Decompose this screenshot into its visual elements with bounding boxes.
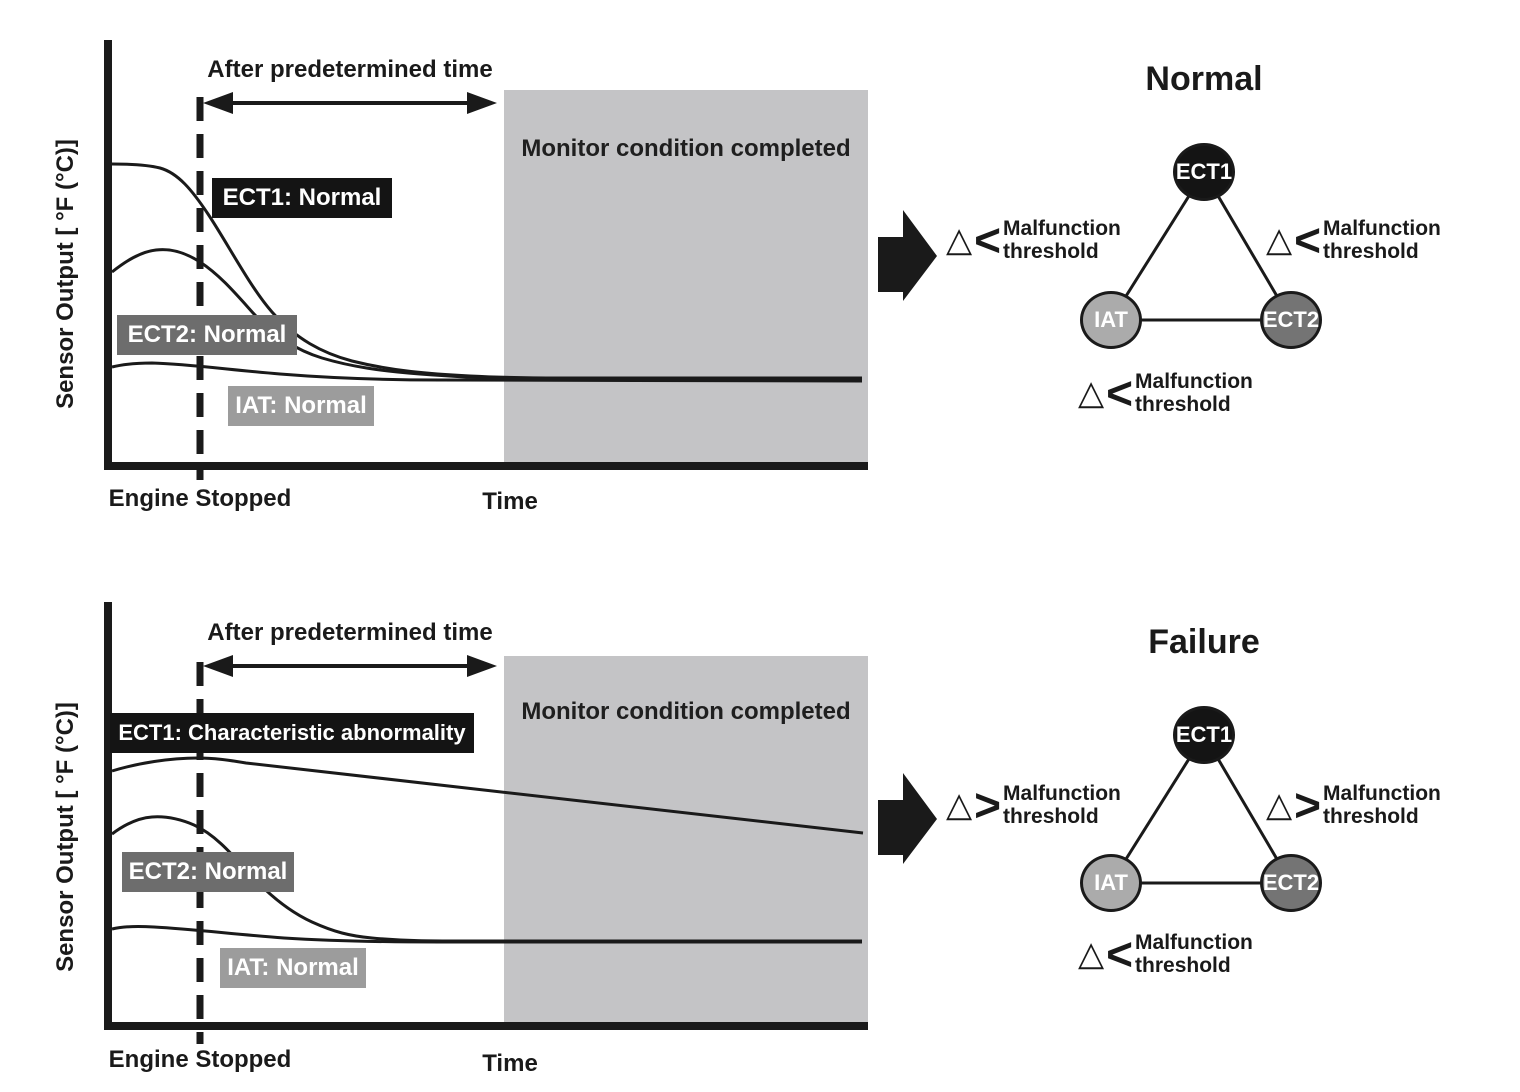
flow-arrow-icon [878, 773, 937, 864]
monitor-condition-label: Monitor condition completed [521, 698, 851, 725]
y-axis [104, 602, 112, 1030]
time-axis-label: Time [482, 488, 538, 515]
comparator-icon: > [974, 779, 1002, 831]
flow-arrow-icon [878, 210, 937, 301]
delta-triangle-icon: △ [1266, 221, 1293, 259]
y-axis-label: Sensor Output [ °F (°C)] [52, 702, 79, 972]
comparator-icon: < [1106, 367, 1134, 419]
engine-stopped-label: Engine Stopped [108, 1046, 292, 1073]
comparator-icon: < [974, 214, 1002, 266]
ect2-tag: ECT2: Normal [122, 852, 294, 892]
monitor-region [504, 90, 868, 462]
after-predetermined-time-label: After predetermined time [207, 619, 493, 646]
after-predetermined-time-label: After predetermined time [207, 56, 493, 83]
y-axis [104, 40, 112, 470]
threshold-text: Malfunction threshold [1323, 217, 1441, 263]
threshold-text: Malfunction threshold [1323, 782, 1441, 828]
time-axis-label: Time [482, 1050, 538, 1077]
engine-stopped-label: Engine Stopped [108, 485, 292, 512]
node-ect1: ECT1 [1173, 706, 1235, 764]
arrowhead-right-icon [467, 655, 497, 677]
monitor-condition-label: Monitor condition completed [521, 135, 851, 162]
threshold-text: Malfunction threshold [1135, 931, 1253, 977]
threshold-text: Malfunction threshold [1003, 782, 1121, 828]
delta-triangle-icon: △ [1078, 374, 1105, 412]
threshold-right: △ > Malfunction threshold [1266, 781, 1441, 829]
comparator-icon: > [1294, 779, 1322, 831]
delta-triangle-icon: △ [946, 786, 973, 824]
ect1-tag: ECT1: Characteristic abnormality [110, 713, 474, 753]
arrowhead-right-icon [467, 92, 497, 114]
arrowhead-left-icon [203, 92, 233, 114]
threshold-text: Malfunction threshold [1135, 370, 1253, 416]
diagram-title: Normal [1145, 60, 1263, 98]
iat-tag: IAT: Normal [228, 386, 374, 426]
x-axis [104, 462, 868, 470]
comparator-icon: < [1294, 214, 1322, 266]
threshold-left: △ > Malfunction threshold [946, 781, 1121, 829]
iat-curve [111, 361, 863, 383]
x-axis [104, 1022, 868, 1030]
threshold-bottom: △ < Malfunction threshold [1078, 930, 1253, 978]
arrowhead-left-icon [203, 655, 233, 677]
delta-triangle-icon: △ [946, 221, 973, 259]
comparator-icon: < [1106, 928, 1134, 980]
iat-tag: IAT: Normal [220, 948, 366, 988]
node-iat: IAT [1080, 854, 1142, 912]
threshold-right: △ < Malfunction threshold [1266, 216, 1441, 264]
node-iat: IAT [1080, 291, 1142, 349]
node-ect2: ECT2 [1260, 854, 1322, 912]
ect1-tag: ECT1: Normal [212, 178, 392, 218]
monitor-region [504, 656, 868, 1022]
node-ect2: ECT2 [1260, 291, 1322, 349]
diagram-title: Failure [1148, 623, 1260, 661]
ect1-curve [111, 756, 864, 835]
threshold-bottom: △ < Malfunction threshold [1078, 369, 1253, 417]
threshold-text: Malfunction threshold [1003, 217, 1121, 263]
ect2-tag: ECT2: Normal [117, 315, 297, 355]
threshold-left: △ < Malfunction threshold [946, 216, 1121, 264]
delta-triangle-icon: △ [1078, 935, 1105, 973]
iat-curve [111, 924, 862, 944]
node-ect1: ECT1 [1173, 143, 1235, 201]
delta-triangle-icon: △ [1266, 786, 1293, 824]
y-axis-label: Sensor Output [ °F (°C)] [52, 139, 79, 409]
